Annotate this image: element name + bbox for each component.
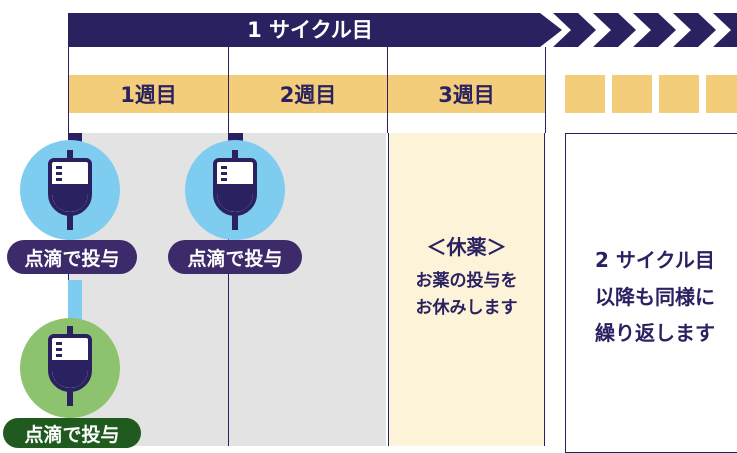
dose-label-1: 点滴で投与: [7, 240, 137, 274]
dose-label-3: 点滴で投与: [3, 418, 141, 448]
week-divider: [545, 47, 546, 133]
dose-label-2: 点滴で投与: [168, 240, 302, 274]
week-header-1: 1週目: [69, 75, 228, 113]
future-week-block: [706, 75, 737, 113]
future-week-block: [659, 75, 699, 113]
iv-bag-icon: [48, 150, 92, 230]
connector-line: [68, 280, 82, 320]
week-header-2: 2週目: [229, 75, 387, 113]
cycle-banner-arrow: [68, 13, 562, 47]
chevron-icon: [633, 13, 676, 47]
rest-line-2: お休みします: [415, 298, 518, 318]
future-week-block: [612, 75, 652, 113]
iv-bag-icon: [48, 326, 92, 406]
cycle-label: 1 サイクル目: [247, 18, 373, 42]
rest-line-1: お薬の投与を: [415, 271, 518, 291]
week-divider: [387, 47, 388, 133]
chevron-icon: [593, 13, 636, 47]
chevron-icon: [673, 13, 716, 47]
future-week-block: [565, 75, 605, 113]
chevron-icon: [713, 13, 737, 47]
cycle-banner: [68, 13, 737, 47]
iv-bag-icon: [213, 150, 257, 230]
next-line-3: 繰り返します: [595, 321, 715, 345]
chevron-icon: [553, 13, 596, 47]
week-header-3: 3週目: [388, 75, 545, 113]
week3-rest-background: [388, 133, 545, 446]
next-cycle-box: [565, 133, 737, 453]
next-line-1: 2 サイクル目: [595, 248, 715, 272]
rest-title: ＜休薬＞: [426, 235, 507, 259]
next-line-2: 以降も同様に: [595, 285, 715, 309]
